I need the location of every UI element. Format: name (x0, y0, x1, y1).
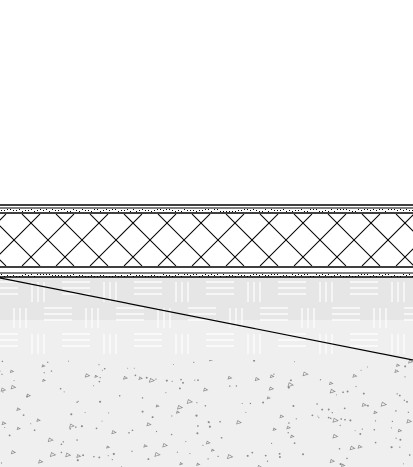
insulation-crosshatch (0, 214, 413, 266)
insulation-board (0, 214, 413, 266)
slope-line (0, 277, 413, 361)
membrane-top-texture (1, 209, 413, 212)
membrane-bottom (0, 266, 413, 278)
membrane-top (0, 204, 413, 214)
brick-paving-bed (0, 278, 413, 360)
membrane-bottom-texture (1, 274, 413, 277)
